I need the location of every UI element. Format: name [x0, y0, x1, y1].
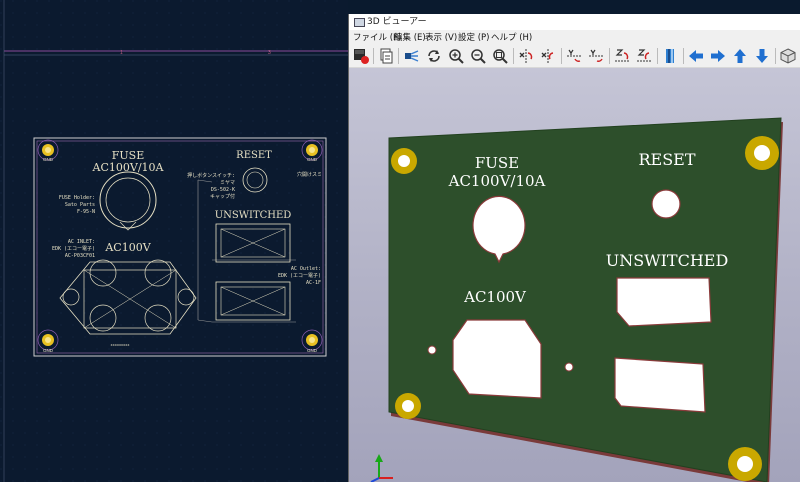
ac-outlet-note: AC-1F: [306, 280, 321, 286]
pan-up-icon[interactable]: [731, 47, 749, 65]
mounting-hole-3d: [745, 136, 779, 170]
screw-hole-3d: [564, 362, 574, 372]
outlet-cutout-3d: [616, 277, 712, 327]
zoom-out-icon[interactable]: [469, 47, 487, 65]
screw-hole-3d: [427, 345, 437, 355]
rotate-y-ccw-icon[interactable]: [587, 47, 605, 65]
toolbar-separator: [775, 48, 776, 64]
unswitched-label: UNSWITCHED: [215, 210, 292, 221]
gnd-label: GND: [43, 348, 54, 353]
reload-icon[interactable]: [425, 47, 443, 65]
toolbar-separator: [513, 48, 514, 64]
zoom-in-icon[interactable]: [447, 47, 465, 65]
gnd-label: GND: [307, 157, 318, 162]
toolbar-separator: [683, 48, 684, 64]
menu-bar: ファイル (F) 編集 (E) 表示 (V) 設定 (P) ヘルプ (H): [349, 30, 800, 44]
reset-note: 押しボタンスイッチ:: [187, 172, 235, 179]
hole-note: 穴開けスミ: [297, 171, 322, 178]
toolbar-separator: [657, 48, 658, 64]
mounting-hole: [37, 329, 59, 351]
rotate-x-cw-icon[interactable]: [517, 47, 535, 65]
ac-outlet-note: AC Outlet:: [291, 266, 321, 272]
mounting-hole: [301, 329, 323, 351]
ac-inlet-note: EDK (エコー電子): [52, 245, 95, 252]
mounting-hole-3d: [391, 148, 417, 174]
copy-icon[interactable]: [377, 47, 395, 65]
ac-inlet-note: AC-P03CF01: [65, 253, 95, 259]
menu-help[interactable]: ヘルプ (H): [491, 33, 533, 43]
toolbar-separator: [373, 48, 374, 64]
pcb-layout: 1 3: [0, 0, 348, 482]
outlet-cutout-3d: [614, 357, 706, 413]
mounting-hole: [37, 139, 59, 161]
reset-cutout-3d: [651, 189, 681, 219]
3d-viewer-window: 3D ビューアー ファイル (F) 編集 (E) 表示 (V) 設定 (P) ヘ…: [348, 14, 800, 482]
ac100v-label: AC100V: [104, 241, 151, 254]
viewer-titlebar[interactable]: 3D ビューアー: [349, 14, 800, 30]
toolbar-separator: [398, 48, 399, 64]
rotate-z-ccw-icon[interactable]: [635, 47, 653, 65]
viewer-title: 3D ビューアー: [367, 17, 427, 27]
monitor-icon: [354, 18, 365, 27]
pan-left-icon[interactable]: [687, 47, 705, 65]
svg-text:1: 1: [120, 50, 123, 56]
toolbar-separator: [561, 48, 562, 64]
menu-edit[interactable]: 編集 (E): [394, 33, 426, 43]
ac-outlet-note: EDK (エコー電子): [278, 272, 321, 279]
gnd-label: GND: [43, 157, 54, 162]
reset-label: RESET: [236, 150, 272, 161]
pan-down-icon[interactable]: [753, 47, 771, 65]
pcb-editor-canvas[interactable]: 1 3: [0, 0, 348, 482]
reset-note: ミヤマ: [220, 180, 235, 186]
small-label: xxxxxxxxx: [111, 343, 130, 347]
fuse-holder-note: F-95-N: [77, 209, 95, 215]
fuse-title-3d: FUSE: [475, 154, 519, 172]
ortho-view-icon[interactable]: [779, 47, 797, 65]
menu-view[interactable]: 表示 (V): [425, 33, 458, 43]
fuse-rating-label: AC100V/10A: [92, 161, 165, 174]
reset-note: DS-502-K: [211, 187, 235, 193]
svg-text:3: 3: [268, 50, 271, 56]
fuse-rating-3d: AC100V/10A: [448, 172, 546, 190]
menu-preferences[interactable]: 設定 (P): [458, 33, 490, 43]
fuse-holder-note: FUSE Holder:: [59, 195, 95, 201]
ac-inlet-cutout-3d: [452, 319, 542, 399]
toolbar-separator: [609, 48, 610, 64]
gnd-label: GND: [307, 348, 318, 353]
fuse-cutout-3d: [472, 195, 526, 264]
rotate-y-cw-icon[interactable]: [565, 47, 583, 65]
render-icon[interactable]: [352, 47, 370, 65]
rotate-x-ccw-icon[interactable]: [539, 47, 557, 65]
3d-viewport[interactable]: FUSE AC100V/10A RESET UNSWITCHED AC100V: [349, 68, 800, 482]
rotate-z-cw-icon[interactable]: [613, 47, 631, 65]
menu-file[interactable]: ファイル (F): [353, 33, 402, 43]
ac100v-label-3d: AC100V: [463, 288, 527, 306]
pan-right-icon[interactable]: [709, 47, 727, 65]
unswitched-label-3d: UNSWITCHED: [606, 251, 729, 270]
raytrace-icon[interactable]: [402, 47, 420, 65]
ac-inlet-note: AC INLET:: [68, 239, 95, 245]
fuse-holder-note: Sato Parts: [65, 202, 95, 208]
toolbar: [349, 45, 800, 68]
flip-board-icon[interactable]: [661, 47, 679, 65]
mounting-hole-3d: [728, 447, 762, 481]
mounting-hole-3d: [395, 393, 421, 419]
reset-label-3d: RESET: [638, 150, 695, 169]
mounting-hole: [301, 139, 323, 161]
axis-gizmo: [370, 454, 393, 482]
reset-note: キャップ付: [210, 193, 235, 200]
fuse-title-label: FUSE: [112, 149, 144, 162]
zoom-fit-icon[interactable]: [491, 47, 509, 65]
